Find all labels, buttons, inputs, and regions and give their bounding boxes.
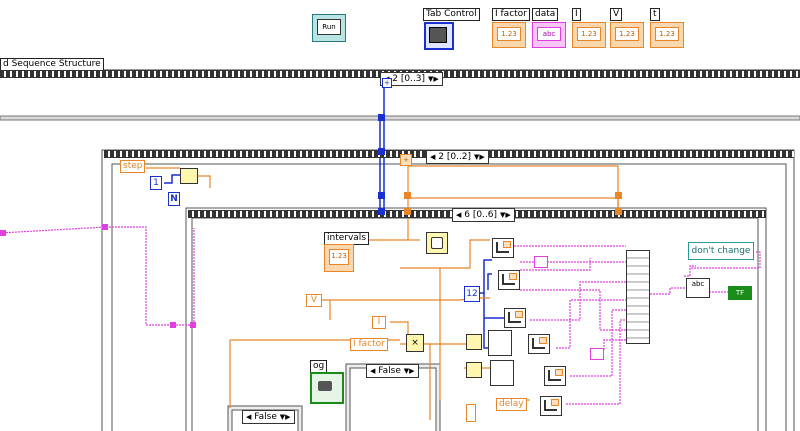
extra-label-top: t	[650, 8, 660, 21]
run-button-terminal[interactable]: Run	[312, 14, 346, 42]
format-value-node[interactable]	[498, 270, 520, 290]
sequence-local-orange: +	[400, 154, 412, 166]
tab-control-terminal[interactable]	[424, 22, 454, 50]
frame-decrement-icon[interactable]: ◀	[456, 211, 462, 219]
v-terminal[interactable]: 1.23	[610, 22, 644, 48]
tunnel-blue	[378, 192, 385, 199]
i-factor-terminal[interactable]: 1.23	[492, 22, 526, 48]
constant-1[interactable]: 1	[150, 176, 162, 190]
case-frame-top	[0, 115, 800, 121]
case-dropdown-icon[interactable]: ▼▶	[279, 413, 291, 421]
math-node[interactable]	[490, 360, 514, 386]
tunnel-orange	[615, 208, 622, 215]
i-label-top: I	[572, 8, 581, 21]
constant-12[interactable]: 12	[464, 286, 480, 302]
tunnel-blue	[378, 114, 385, 121]
boolean-indicator[interactable]: TF	[728, 286, 752, 300]
pink-constant[interactable]	[590, 348, 604, 360]
format-value-node[interactable]	[544, 366, 566, 386]
format-value-node[interactable]	[528, 334, 550, 354]
tunnel-pink	[190, 322, 196, 328]
case-selector-1[interactable]: ◀ False ▼▶	[366, 364, 419, 378]
timer-icon[interactable]	[426, 232, 448, 254]
pink-constant[interactable]	[534, 256, 548, 268]
camera-icon[interactable]	[310, 372, 344, 404]
tunnel-pink	[0, 230, 6, 236]
loop-count-n: N	[168, 192, 180, 206]
delay-terminal[interactable]: delay	[496, 398, 527, 411]
tunnel-blue	[378, 208, 385, 215]
string-compare-node[interactable]: abc	[686, 278, 710, 298]
dont-change-constant[interactable]: don't change	[688, 242, 754, 260]
orange-indicator-small	[466, 404, 476, 422]
tab-control-icon	[429, 27, 447, 43]
i-terminal[interactable]: 1.23	[572, 22, 606, 48]
tunnel-pink	[170, 322, 176, 328]
case-dropdown-icon[interactable]: ▼▶	[403, 367, 415, 375]
v-terminal-diagram[interactable]: V	[306, 294, 322, 307]
data-label: data	[532, 8, 559, 21]
tunnel-blue	[378, 148, 385, 155]
case-decrement-icon[interactable]: ◀	[246, 413, 252, 421]
math-node[interactable]	[488, 330, 512, 356]
format-value-node[interactable]	[492, 238, 514, 258]
inner-sequence-frame	[185, 207, 767, 431]
build-array-node[interactable]	[626, 250, 650, 344]
step-terminal[interactable]: step	[120, 160, 146, 173]
format-value-node[interactable]	[540, 396, 562, 416]
intervals-terminal[interactable]: 1.23	[324, 244, 354, 272]
i-factor-terminal-diagram[interactable]: I factor	[350, 338, 388, 351]
sequence-local-blue: +	[382, 78, 392, 88]
i-factor-label-top: I factor	[492, 8, 530, 21]
log-label: og	[310, 360, 328, 373]
case-decrement-icon[interactable]: ◀	[370, 367, 376, 375]
frame-dropdown-icon[interactable]: ▼▶	[427, 75, 439, 83]
run-icon: Run	[317, 19, 341, 35]
greater-than-node[interactable]	[180, 168, 198, 184]
multiply-node[interactable]: ×	[406, 334, 424, 352]
format-value-node[interactable]	[504, 308, 526, 328]
tunnel-pink	[102, 224, 108, 230]
v-label-top: V	[610, 8, 623, 21]
tab-control-label: Tab Control	[423, 8, 480, 21]
case-selector-2[interactable]: ◀ False ▼▶	[242, 410, 295, 424]
inner-frame-selector[interactable]: ◀ 6 [0..6] ▼▶	[452, 208, 515, 222]
extra-terminal[interactable]: 1.23	[650, 22, 684, 48]
i-terminal-diagram[interactable]: I	[372, 316, 386, 329]
frame-dropdown-icon[interactable]: ▼▶	[499, 211, 511, 219]
middle-frame-selector[interactable]: ◀ 2 [0..2] ▼▶	[426, 150, 489, 164]
compare-node[interactable]	[466, 334, 482, 350]
tunnel-orange	[615, 192, 622, 199]
frame-dropdown-icon[interactable]: ▼▶	[473, 153, 485, 161]
tunnel-orange	[404, 208, 411, 215]
frame-decrement-icon[interactable]: ◀	[430, 153, 436, 161]
data-terminal[interactable]: abc	[532, 22, 566, 48]
tunnel-orange	[404, 192, 411, 199]
compare-node[interactable]	[466, 362, 482, 378]
